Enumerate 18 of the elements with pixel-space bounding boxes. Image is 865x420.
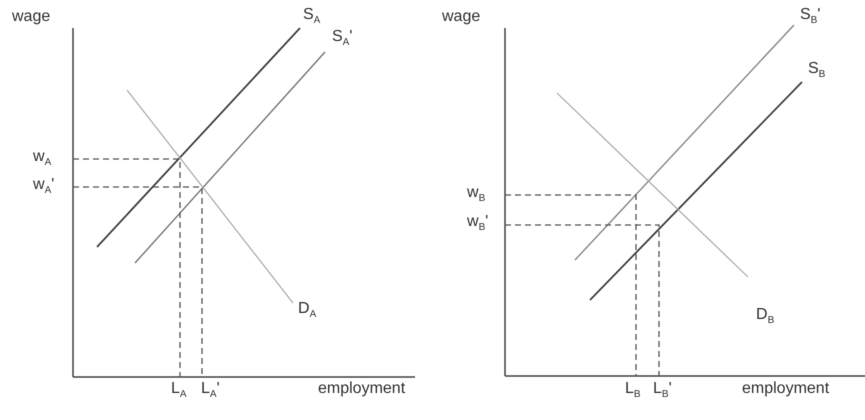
tick-label: w$_{B}$' bbox=[467, 213, 488, 236]
curve-label: S$_{A}$ bbox=[303, 6, 320, 28]
axis-title: employment bbox=[742, 380, 830, 398]
tick-label: w$_{A}$' bbox=[33, 176, 54, 198]
curve-label: S$_{B}$' bbox=[800, 6, 820, 28]
tick-label: L$_{A}$' bbox=[201, 380, 220, 402]
tick-label: L$_{B}$' bbox=[653, 380, 672, 402]
tick-label: L$_{B}$ bbox=[625, 380, 641, 402]
curve-label: S$_{B}$ bbox=[808, 60, 826, 82]
curve-label: S$_{A}$' bbox=[332, 28, 352, 50]
axis-title: wage bbox=[442, 8, 480, 26]
curve-label: D$_{B}$ bbox=[756, 306, 774, 328]
tick-label: w$_{B}$ bbox=[467, 184, 486, 206]
tick-label: w$_{A}$ bbox=[33, 148, 52, 170]
curve-label: D$_{A}$ bbox=[298, 300, 316, 322]
tick-label: L$_{A}$ bbox=[171, 380, 187, 402]
axis-title: employment bbox=[318, 380, 406, 398]
axis-title: wage bbox=[12, 8, 50, 26]
